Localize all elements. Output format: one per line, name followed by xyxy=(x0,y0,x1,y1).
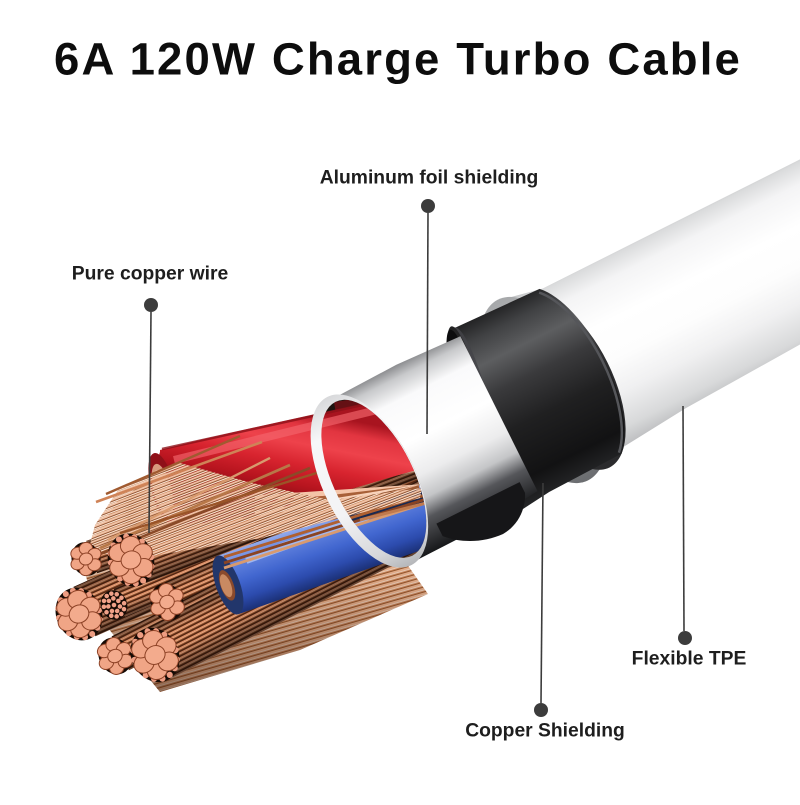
svg-text:Copper Shielding: Copper Shielding xyxy=(465,721,625,742)
svg-text:Flexible TPE: Flexible TPE xyxy=(632,649,747,670)
svg-text:Pure copper wire: Pure copper wire xyxy=(72,264,229,285)
svg-text:6A 120W Charge Turbo Cable: 6A 120W Charge Turbo Cable xyxy=(54,34,742,85)
svg-text:Aluminum foil shielding: Aluminum foil shielding xyxy=(320,168,539,189)
